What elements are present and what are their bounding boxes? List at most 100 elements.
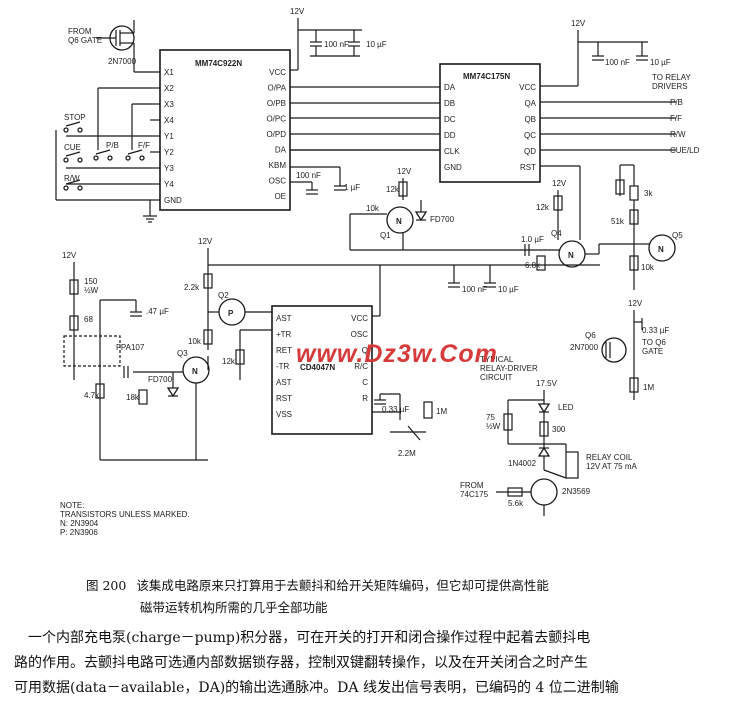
r-300: 300 xyxy=(552,425,566,434)
transistor-q2: P xyxy=(218,298,246,326)
chip3-pin-left-2: RET xyxy=(276,346,292,355)
cap-1uf-1: 1 µF xyxy=(344,183,360,192)
r-10k-q5: 10k xyxy=(641,263,655,272)
diode-1n4002: 1N4002 xyxy=(508,459,537,468)
out-ff: F/F xyxy=(670,114,682,123)
chip2-pin-right-0: VCC xyxy=(519,83,536,92)
chip1-name: MM74C922N xyxy=(195,59,242,68)
transistor-q4: N xyxy=(558,240,586,268)
body-text: 一个内部充电泵(charge－pump)积分器，可在开关的打开和闭合操作过程中起… xyxy=(14,626,740,701)
chip2-pin-left-2: DC xyxy=(444,115,456,124)
chip2-pin-right-3: QC xyxy=(524,131,536,140)
v12-label-q6: 12V xyxy=(628,299,643,308)
label-line: 74C175 xyxy=(460,490,489,499)
chip1-pin-right-1: O/PA xyxy=(267,84,286,93)
keypad-switches xyxy=(55,87,160,216)
chip3-pin-left-6: VSS xyxy=(276,410,292,419)
chip2-name: MM74C175N xyxy=(463,72,510,81)
chip3-pin-left-3: -TR xyxy=(276,362,290,371)
v12-label-2: 12V xyxy=(571,19,586,28)
cap-100nf-2: 100 nF xyxy=(296,171,321,180)
r-12k-q2: 12k xyxy=(222,357,236,366)
chip3-pin-right-1: OSC xyxy=(351,330,369,339)
chip3-name: CD4047N xyxy=(300,363,335,372)
chip2-pin-right-2: QB xyxy=(524,115,536,124)
q2-label: Q2 xyxy=(218,291,229,300)
cue-label: CUE xyxy=(64,143,81,152)
watermark: www.Dz3w.Com xyxy=(296,340,498,368)
led-label: LED xyxy=(558,403,574,412)
fpa107: FPA107 xyxy=(116,343,145,352)
label-line: ½W xyxy=(84,286,99,295)
svg-text:P: P xyxy=(228,309,234,318)
chip1-pin-left-2: X3 xyxy=(164,100,174,109)
chip1-pin-left-8: GND xyxy=(164,196,182,205)
r-2-2k: 2.2k xyxy=(184,283,200,292)
chip2-pin-right-5: RST xyxy=(520,163,536,172)
chip3-pin-right-4: C xyxy=(362,378,368,387)
r-4-7k: 4.7k xyxy=(84,391,100,400)
r-1m-1: 1M xyxy=(436,407,447,416)
chip1-pin-left-3: X4 xyxy=(164,116,174,125)
out-cueld: CUE/LD xyxy=(670,146,700,155)
r-12k-q4: 12k xyxy=(536,203,550,212)
chip3-pin-left-1: +TR xyxy=(276,330,292,339)
q4-label: Q4 xyxy=(551,229,562,238)
label-line: N: 2N3904 xyxy=(60,519,99,528)
q6-top-part: 2N7000 xyxy=(108,57,137,66)
chip-cd4047 xyxy=(271,305,373,435)
chip3-pin-right-0: VCC xyxy=(351,314,368,323)
label-line: RELAY-DRIVER xyxy=(480,364,538,373)
q6-label: Q6 xyxy=(585,331,596,340)
relay-coil xyxy=(565,451,579,479)
chip1-pin-right-6: KBM xyxy=(269,161,287,170)
v12-label-1: 12V xyxy=(290,7,305,16)
chip3-pin-right-2: Q xyxy=(362,346,368,355)
svg-text:N: N xyxy=(192,367,198,376)
cap-100nf-1: 100 nF xyxy=(324,40,349,49)
rw-switch-label: R/W xyxy=(64,174,80,183)
ff-switch-label: F/F xyxy=(138,141,150,150)
r-10k-q2: 10k xyxy=(188,337,202,346)
r-18k: 18k xyxy=(126,393,140,402)
cap-10uf-2: 10 µF xyxy=(650,58,671,67)
chip1-pin-left-0: X1 xyxy=(164,68,174,77)
chip2-pin-right-1: QA xyxy=(524,99,536,108)
chip3-pin-left-4: AST xyxy=(276,378,292,387)
cap-47uf: .47 µF xyxy=(146,307,169,316)
chip1-pin-right-8: OE xyxy=(274,192,286,201)
q6-mosfet-bottom xyxy=(601,337,627,363)
chip2-pin-left-1: DB xyxy=(444,99,455,108)
chip2-pin-left-0: DA xyxy=(444,83,456,92)
opto-coupler xyxy=(63,335,121,367)
chip1-pin-left-7: Y4 xyxy=(164,180,174,189)
q5-label: Q5 xyxy=(672,231,683,240)
transistor-q1: N xyxy=(386,206,414,234)
chip2-pin-left-5: GND xyxy=(444,163,462,172)
label-line: 12V AT 75 mA xyxy=(586,462,638,471)
stop-label: STOP xyxy=(64,113,86,122)
transistor-q3: N xyxy=(182,356,210,384)
q3-label: Q3 xyxy=(177,349,188,358)
chip1-pin-right-4: O/PD xyxy=(266,130,286,139)
r-68: 68 xyxy=(84,315,93,324)
q6-mosfet-top xyxy=(96,20,160,73)
pb-switch-label: P/B xyxy=(106,141,119,150)
caption-line-2: 磁带运转机构所需的几乎全部功能 xyxy=(140,600,328,615)
chip1-pin-left-1: X2 xyxy=(164,84,174,93)
label-line: DRIVERS xyxy=(652,82,688,91)
chip1-pin-right-7: OSC xyxy=(269,177,287,186)
transistor-2n3569 xyxy=(530,478,558,506)
q6-part: 2N7000 xyxy=(570,343,599,352)
chip1-pin-right-0: VCC xyxy=(269,68,286,77)
caption-line-1: 该集成电路原来只打算用于去颤抖和给开关矩阵编码，但它却可提供高性能 xyxy=(136,578,549,593)
